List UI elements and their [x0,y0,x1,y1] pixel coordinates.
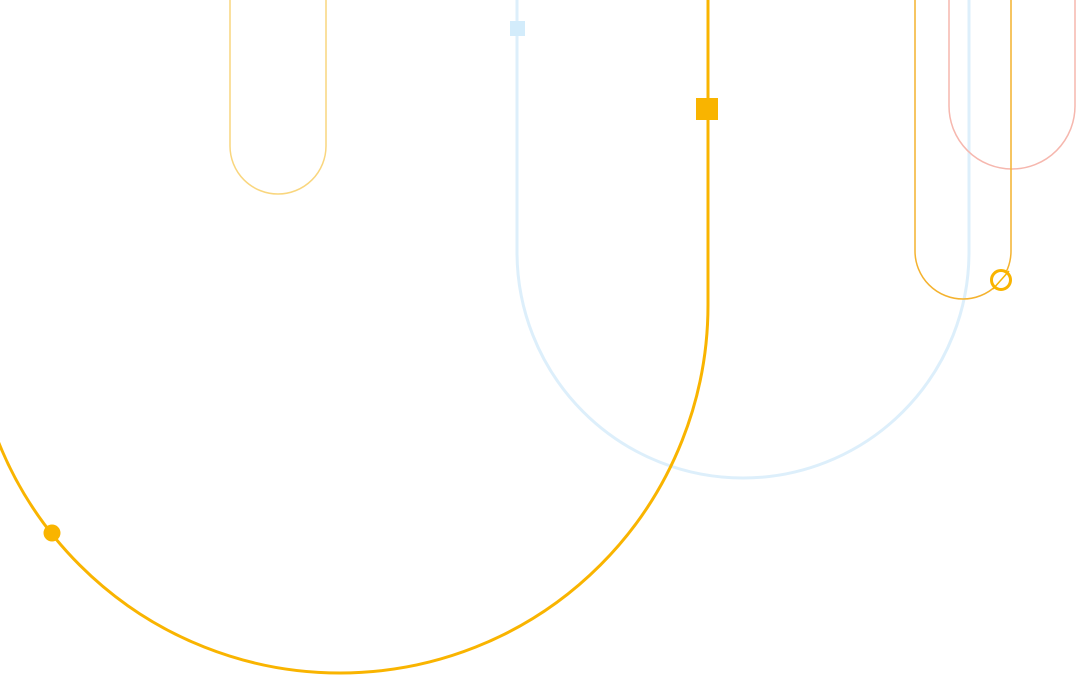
pink-u-curve [948,0,1076,170]
slashed-circle-icon [990,269,1012,291]
yellow-square-marker [696,98,718,120]
light-blue-square-marker [510,21,525,36]
yellow-dot-marker [43,524,61,542]
light-blue-u-curve [515,0,971,480]
large-yellow-u-curve [0,0,710,675]
orange-u-curve [914,0,1012,300]
light-yellow-u-curve [229,0,327,195]
